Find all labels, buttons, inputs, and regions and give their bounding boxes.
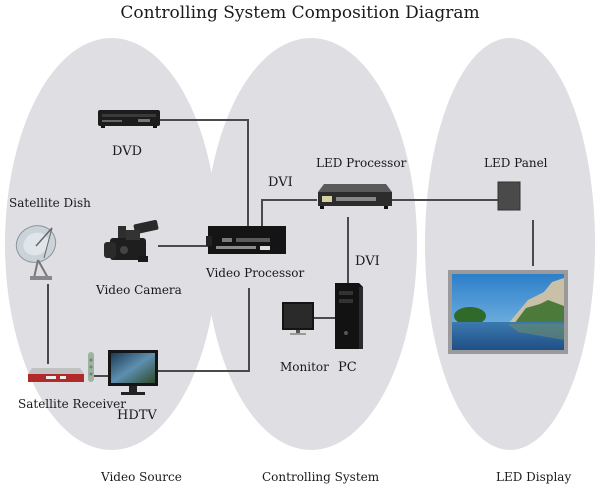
line-hdtv-to-video-processor-v bbox=[248, 288, 250, 372]
diagram-title: Controlling System Composition Diagram bbox=[120, 3, 480, 23]
line-hdtv-to-video-processor-h bbox=[158, 370, 250, 372]
satellite-receiver-icon bbox=[28, 368, 84, 382]
hdtv-icon bbox=[108, 350, 158, 395]
led-display-screen-icon bbox=[448, 270, 568, 354]
dvd-label: DVD bbox=[112, 144, 143, 159]
group-label-led-display: LED Display bbox=[496, 470, 572, 484]
satellite-dish-icon bbox=[15, 225, 57, 280]
monitor-icon bbox=[282, 302, 314, 335]
led-panel-label: LED Panel bbox=[484, 156, 548, 170]
led-panel-icon bbox=[497, 181, 521, 211]
group-led-display-ellipse bbox=[425, 38, 595, 450]
remote-control-icon bbox=[88, 352, 94, 382]
line-led-processor-to-pc bbox=[347, 217, 349, 283]
pc-label: PC bbox=[338, 360, 357, 375]
line-receiver-to-hdtv bbox=[94, 375, 108, 377]
video-processor-icon bbox=[206, 226, 286, 254]
dvi-label-video-to-led: DVI bbox=[268, 175, 293, 190]
satellite-receiver-label: Satellite Receiver bbox=[18, 397, 126, 411]
line-dvd-to-video-processor-v bbox=[247, 119, 249, 226]
line-led-panel-to-display bbox=[532, 220, 534, 266]
dvi-label-led-to-pc: DVI bbox=[355, 254, 380, 269]
line-led-processor-to-led-panel bbox=[390, 199, 500, 201]
line-dish-to-receiver bbox=[47, 284, 49, 364]
line-video-to-led-processor-v bbox=[261, 199, 263, 227]
group-label-video-source: Video Source bbox=[101, 470, 182, 484]
line-camera-to-video-processor bbox=[158, 245, 208, 247]
led-processor-icon bbox=[318, 184, 392, 209]
line-monitor-to-pc bbox=[313, 317, 335, 319]
group-label-controlling-system: Controlling System bbox=[262, 470, 380, 484]
pc-tower-icon bbox=[335, 283, 363, 349]
video-camera-label: Video Camera bbox=[96, 283, 182, 297]
dvd-player-icon bbox=[98, 110, 160, 128]
line-dvd-to-video-processor-h bbox=[160, 119, 248, 121]
video-camera-icon bbox=[104, 219, 159, 262]
satellite-dish-label: Satellite Dish bbox=[9, 196, 91, 210]
line-video-to-led-processor-h bbox=[261, 199, 317, 201]
hdtv-label: HDTV bbox=[117, 408, 157, 423]
video-processor-label: Video Processor bbox=[206, 266, 305, 280]
led-processor-label: LED Processor bbox=[316, 156, 407, 170]
monitor-label: Monitor bbox=[280, 360, 329, 374]
